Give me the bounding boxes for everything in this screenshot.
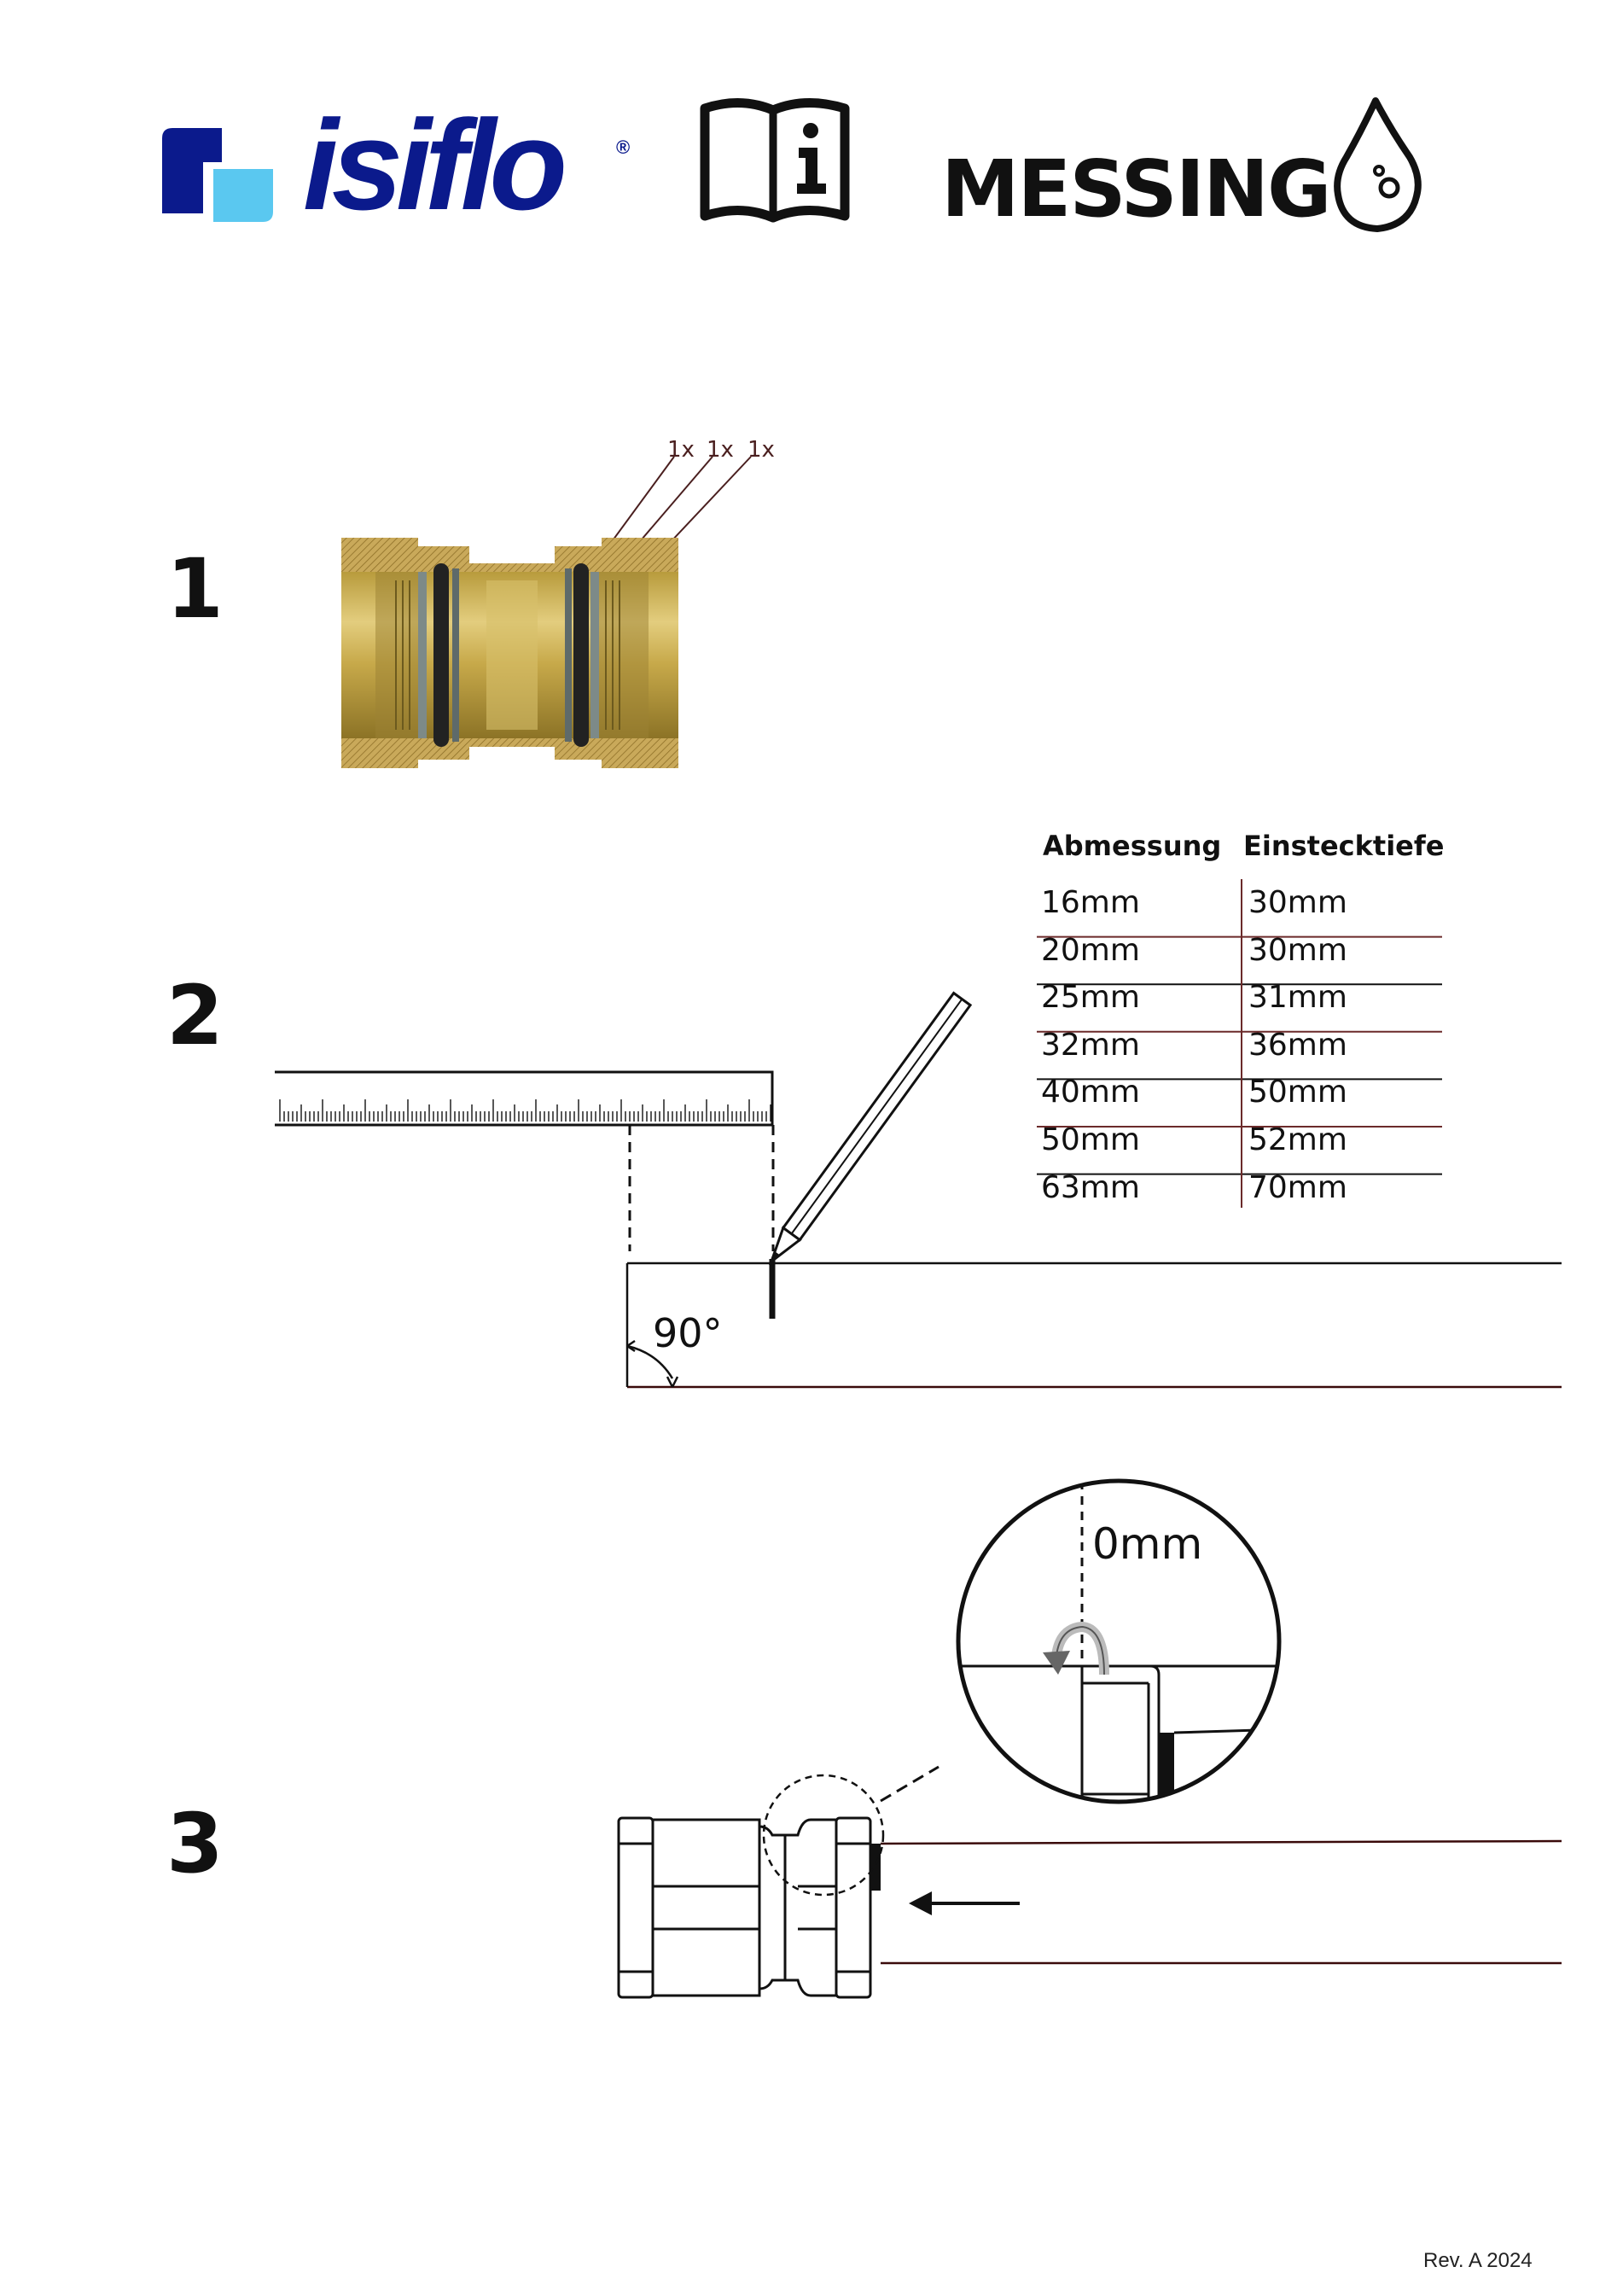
table-cell-insertion-depth: 70mm [1248,1169,1347,1205]
table-cell-dimension: 32mm [1041,1027,1140,1063]
table-cell-insertion-depth: 52mm [1248,1122,1347,1157]
table-cell-dimension: 50mm [1041,1122,1140,1157]
table-header-dimension: Abmessung [1043,830,1222,862]
table-cell-insertion-depth: 30mm [1248,885,1347,920]
coupling-assembly [617,1765,1562,1999]
table-cell-dimension: 40mm [1041,1075,1140,1110]
material-label: MESSING [941,143,1332,235]
brand-registered-mark: ® [616,137,631,158]
zoom-detail [956,1478,1282,1804]
gap-label: 0mm [1092,1519,1203,1569]
water-drop-icon [1334,97,1422,232]
measurement-guides [628,1125,775,1251]
table-cell-dimension: 16mm [1041,885,1140,920]
brass-coupling-cutaway [341,456,752,768]
table-grid [1037,879,1442,1208]
qty-label-clamp-ring: 1x [748,437,775,463]
table-cell-dimension: 63mm [1041,1169,1140,1205]
ruler-frame [275,1070,774,1127]
brand-name: isiflo [303,93,567,236]
table-cell-insertion-depth: 31mm [1248,980,1347,1016]
angle-label: 90° [653,1310,723,1356]
table-cell-insertion-depth: 50mm [1248,1075,1347,1110]
step-number-3: 3 [166,1796,224,1891]
table-cell-dimension: 20mm [1041,932,1140,968]
step-number-1: 1 [166,541,224,637]
table-cell-insertion-depth: 30mm [1248,932,1347,968]
step-number-2: 2 [166,968,224,1064]
revision-label: Rev. A 2024 [1423,2249,1533,2272]
table-cell-dimension: 25mm [1041,980,1140,1016]
ruler [275,1070,774,1127]
manual-info-icon [700,98,850,223]
pencil-icon [768,991,973,1266]
table-cell-insertion-depth: 36mm [1248,1027,1347,1063]
table-header-insertion-depth: Einstecktiefe [1243,830,1445,862]
pipe-marking [625,1259,1562,1389]
isiflo-logo-mark [162,128,273,222]
